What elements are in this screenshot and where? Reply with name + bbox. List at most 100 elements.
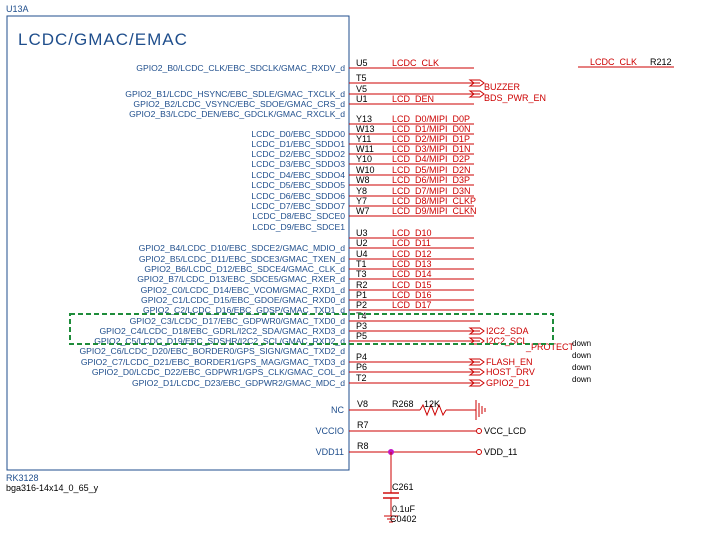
pin-name: GPIO2_C1/LCDC_D15/EBC_GDOE/GMAC_RXD0_d (141, 295, 345, 305)
pin-number: U1 (356, 94, 368, 104)
pin-number: P1 (356, 290, 367, 300)
net-label-bds-pwr-en: BDS_PWR_EN (484, 93, 546, 103)
pin-name: GPIO2_B0/LCDC_CLK/EBC_SDCLK/GMAC_RXDV_d (136, 63, 345, 73)
pin-number: U5 (356, 58, 368, 68)
pin-number: Y7 (356, 196, 367, 206)
pin-name: GPIO2_B4/LCDC_D10/EBC_SDCE2/GMAC_MDIO_d (139, 243, 346, 253)
pin-number: U2 (356, 238, 368, 248)
net-label: LCD_D2/MIPI_D1P (392, 134, 470, 144)
net-label: HOST_DRV (486, 367, 535, 377)
power-pin-number-nc: V8 (357, 399, 368, 409)
pin-number: U4 (356, 249, 368, 259)
pin-number: Y8 (356, 186, 367, 196)
pin-name: GPIO2_B7/LCDC_D13/EBC_SDCE5/GMAC_RXER_d (137, 274, 345, 284)
net-label: LCD_D13 (392, 259, 432, 269)
pin-name: GPIO2_D1/LCDC_D23/EBC_GDPWR2/GMAC_MDC_d (132, 378, 345, 388)
pin-name: GPIO2_B3/LCDC_DEN/EBC_GDCLK/GMAC_RXCLK_d (129, 109, 345, 119)
pin-number: Y11 (356, 134, 371, 144)
off-sheet-ref: R212 (650, 57, 672, 67)
pin-name: GPIO2_C5/LCDC_D19/EBC_SDSHR/I2C2_SCL/GMA… (94, 336, 345, 346)
pin-name: LCDC_D6/EBC_SDDO6 (251, 191, 345, 201)
pin-name: GPIO2_C0/LCDC_D14/EBC_VCOM/GMAC_RXD1_d (141, 285, 346, 295)
net-label: I2C2_SDA (486, 326, 529, 336)
ground-symbol (384, 515, 398, 523)
net-label: LCD_D16 (392, 290, 432, 300)
pin-number: W8 (356, 175, 370, 185)
port-arrow (468, 79, 485, 87)
pin-name: LCDC_D2/EBC_SDDO2 (251, 149, 345, 159)
net-label: LCD_D3/MIPI_D1N (392, 144, 471, 154)
pin-name: GPIO2_C6/LCDC_D20/EBC_BORDER0/GPS_SIGN/G… (79, 346, 345, 356)
capacitor-package: C0402 (390, 514, 417, 524)
power-pin-number-vdd11: R8 (357, 441, 369, 451)
net-label: LCD_D15 (392, 280, 432, 290)
pin-name: GPIO2_B6/LCDC_D12/EBC_SDCE4/GMAC_CLK_d (144, 264, 345, 274)
net-label: LCD_D0/MIPI_D0P (392, 114, 470, 124)
pin-name: LCDC_D5/EBC_SDDO5 (251, 180, 345, 190)
power-net-vcc-lcd: VCC_LCD (484, 426, 527, 436)
pin-number: W7 (356, 206, 370, 216)
power-net-vdd-11: VDD_11 (484, 447, 517, 457)
pin-name: GPIO2_C2/LCDC_D16/EBC_GDSP/GMAC_TXD1_d (143, 305, 345, 315)
pin-number: Y10 (356, 154, 372, 164)
pin-name: LCDC_D9/EBC_SDCE1 (252, 222, 345, 232)
net-label: LCD_D8/MIPI_CLKP (392, 196, 476, 206)
pin-number: T1 (356, 259, 367, 269)
resistor-value: 12K (424, 399, 440, 409)
down-label: down (572, 375, 591, 384)
pin-number: P5 (356, 331, 367, 341)
net-label: LCD_D12 (392, 249, 432, 259)
power-pin-name-vdd11: VDD11 (316, 447, 344, 457)
net-label: I2C2_SCL (486, 336, 528, 346)
net-label: LCD_D6/MIPI_D3P (392, 175, 470, 185)
pin-name: GPIO2_C4/LCDC_D18/EBC_GDRL/I2C2_SDA/GMAC… (100, 326, 346, 336)
pin-name: GPIO2_D0/LCDC_D22/EBC_GDPWR1/GPS_CLK/GMA… (92, 367, 345, 377)
pin-number: T3 (356, 269, 367, 279)
pin-name: LCDC_D3/EBC_SDDO3 (251, 159, 345, 169)
port-arrow (468, 90, 485, 98)
pin-number: P6 (356, 362, 367, 372)
pin-name: LCDC_D0/EBC_SDDO0 (251, 129, 345, 139)
pin-number: W10 (356, 165, 375, 175)
pin-name: GPIO2_B5/LCDC_D11/EBC_SDCE3/GMAC_TXEN_d (139, 254, 345, 264)
pin-name: LCDC_D4/EBC_SDDO4 (251, 170, 345, 180)
port-arrow (468, 368, 485, 376)
component-ref: U13A (6, 4, 29, 14)
port-arrow (468, 358, 485, 366)
pin-number: T4 (356, 311, 367, 321)
net-label-partial: _PROTECT (525, 342, 575, 352)
highlight-box-i2c2 (69, 313, 554, 345)
net-label: LCD_D9/MIPI_CLKN (392, 206, 477, 216)
pin-name: GPIO2_C3/LCDC_D17/EBC_GDPWR0/GMAC_TXD0_d (130, 316, 346, 326)
pin-number: R2 (356, 280, 368, 290)
net-label: LCD_D14 (392, 269, 432, 279)
net-label: LCD_D10 (392, 228, 432, 238)
block-title: LCDC/GMAC/EMAC (18, 30, 188, 49)
off-sheet-net: LCDC_CLK (590, 57, 637, 67)
power-pin-number-vccio: R7 (357, 420, 369, 430)
resistor-ref: R268 (392, 399, 414, 409)
net-label: LCD_D7/MIPI_D3N (392, 186, 471, 196)
pin-name: LCDC_D7/EBC_SDDO7 (251, 201, 345, 211)
port-circle-vdd (476, 449, 482, 455)
capacitor-ref: C261 (392, 482, 414, 492)
net-label: LCD_DEN (392, 94, 434, 104)
resistor-r268 (419, 403, 447, 417)
net-label: LCD_D17 (392, 300, 432, 310)
net-label: LCD_D1/MIPI_D0N (392, 124, 471, 134)
pin-number: T2 (356, 373, 367, 383)
down-label: down (572, 351, 591, 360)
pin-number: Y13 (356, 114, 372, 124)
pin-name: LCDC_D8/EBC_SDCE0 (252, 211, 345, 221)
net-label: LCD_D11 (392, 238, 431, 248)
pin-name: GPIO2_B1/LCDC_HSYNC/EBC_SDLE/GMAC_TXCLK_… (125, 89, 345, 99)
pin-name: GPIO2_C7/LCDC_D21/EBC_BORDER1/GPS_MAG/GM… (81, 357, 345, 367)
pin-number: V5 (356, 84, 367, 94)
component-body (6, 15, 350, 471)
net-label: LCDC_CLK (392, 58, 439, 68)
net-label-buzzer: BUZZER (484, 82, 521, 92)
down-label: down (572, 339, 591, 348)
pin-number: P4 (356, 352, 367, 362)
